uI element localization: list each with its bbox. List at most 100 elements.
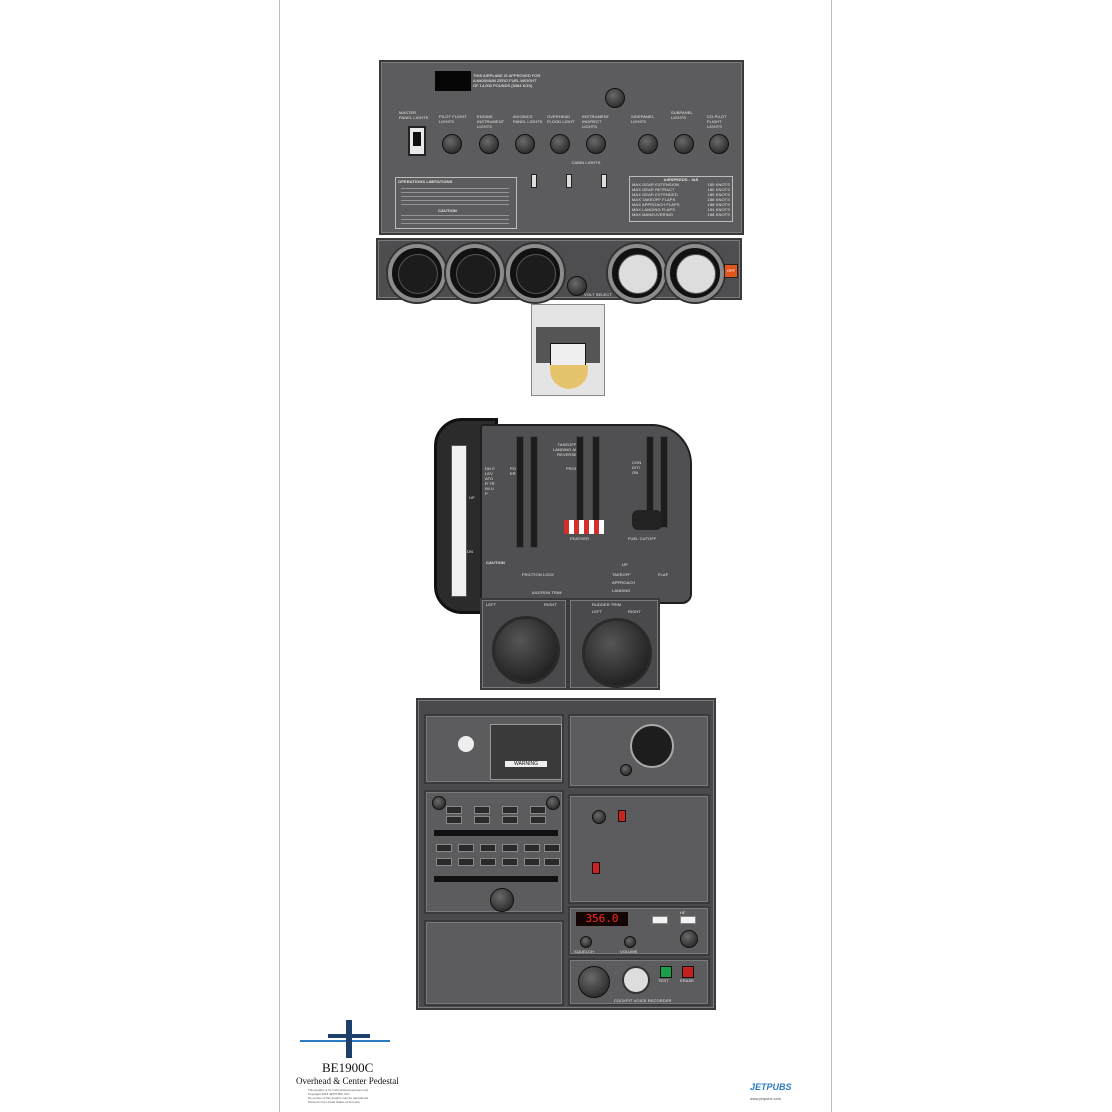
avionics-button[interactable] <box>480 844 496 852</box>
overhead-flood-knob[interactable] <box>550 134 570 154</box>
sidepanel-label: SIDEPANEL LIGHTS <box>631 114 654 124</box>
dc-volts-gauge <box>666 244 724 302</box>
prop-label: PROP <box>566 466 578 471</box>
avionics-button[interactable] <box>446 806 462 814</box>
cvr-test-button[interactable] <box>660 966 672 978</box>
jetpubs-logo: JETPUBS <box>750 1082 792 1092</box>
compass-card-icon <box>550 365 588 389</box>
hf-button-1[interactable] <box>652 916 668 924</box>
aileron-trim-knob[interactable] <box>492 616 560 684</box>
avionics-knob-left[interactable] <box>432 796 446 810</box>
cvr-erase-label: ERASE <box>680 978 695 983</box>
hf-label: HF <box>680 910 686 915</box>
squelch-knob[interactable] <box>580 936 592 948</box>
master-panel-switch[interactable] <box>408 126 426 156</box>
avionics-button[interactable] <box>480 858 496 866</box>
placard-line-3: OF 14,000 POUNDS (6364 KGS) <box>473 83 533 88</box>
cabin-toggle-3[interactable] <box>601 174 607 188</box>
airspeed-value: 180 KNOTS <box>707 182 730 187</box>
cabin-toggle-2[interactable] <box>566 174 572 188</box>
takeoff-landing-label: TAKEOFF LANDING AND REVERSE <box>552 442 582 457</box>
rudder-trim-knob[interactable] <box>582 618 652 688</box>
avionics-button[interactable] <box>446 816 462 824</box>
aileron-trim-panel: LEFT RIGHT <box>480 598 568 690</box>
prop-lever-right[interactable] <box>592 436 600 523</box>
engine-instrument-label: ENGINE INSTRUMENT LIGHTS <box>477 114 505 129</box>
copilot-flight-knob[interactable] <box>709 134 729 154</box>
avionics-button[interactable] <box>502 858 518 866</box>
cabin-toggle-1[interactable] <box>531 174 537 188</box>
condition-label: CONDITION <box>632 460 642 475</box>
avionics-knob-right[interactable] <box>546 796 560 810</box>
cvr-test-label: TEST <box>658 978 669 983</box>
compass-icon <box>550 343 586 367</box>
poster-title: BE1900C <box>322 1060 374 1075</box>
trim-disconnect-knob[interactable] <box>592 810 606 824</box>
hf-button-2[interactable] <box>680 916 696 924</box>
feather-gate[interactable] <box>564 520 604 534</box>
avionics-button[interactable] <box>524 858 540 866</box>
stall-warn-switch[interactable] <box>592 862 600 874</box>
squelch-label: SQUELCH <box>574 949 595 954</box>
clock-set-knob[interactable] <box>620 764 632 776</box>
airspeed-label: MAX LANDING FLAPS <box>632 207 676 212</box>
frequency-display-1 <box>434 830 558 836</box>
overhead-flood-label: OVERHEAD FLOOD LIGHT <box>547 114 575 124</box>
pressure-dial-icon <box>458 736 474 752</box>
ops-limitations-box: OPERATIONS LIMITATIONS CAUTION <box>395 177 517 229</box>
gauge-strip: VOLT SELECT OFF <box>376 238 742 302</box>
volume-knob[interactable] <box>624 936 636 948</box>
avionics-button[interactable] <box>436 844 452 852</box>
caution-label: CAUTION <box>486 560 505 565</box>
avionics-button[interactable] <box>544 844 560 852</box>
avionics-panel-knob[interactable] <box>515 134 535 154</box>
avionics-button[interactable] <box>524 844 540 852</box>
pilot-flight-knob[interactable] <box>442 134 462 154</box>
subpanel-knob[interactable] <box>674 134 694 154</box>
power-label: POWER <box>510 466 520 476</box>
placard-black-box <box>435 71 471 91</box>
volt-gauge <box>506 244 564 302</box>
engine-instrument-knob[interactable] <box>479 134 499 154</box>
flap-handle[interactable] <box>632 510 662 530</box>
avionics-button[interactable] <box>544 858 560 866</box>
throttle-quadrant: DN ELEVATOR TRIM UP POWER TAKEOFF LANDIN… <box>480 424 692 604</box>
avionics-button[interactable] <box>474 816 490 824</box>
switch-panel <box>568 794 710 904</box>
warning-panel: WARNING <box>424 714 564 784</box>
flap-position-approach: APPROACH <box>612 580 636 585</box>
prop-lever-left[interactable] <box>576 436 584 523</box>
power-lever-left[interactable] <box>516 436 524 548</box>
sidepanel-knob[interactable] <box>638 134 658 154</box>
avionics-button[interactable] <box>502 816 518 824</box>
hf-transfer-knob[interactable] <box>680 930 698 948</box>
fuel-cutoff-label: FUEL CUTOFF <box>628 536 657 541</box>
airspeed-value: 188 KNOTS <box>707 212 730 217</box>
power-lever-right[interactable] <box>530 436 538 548</box>
lower-pedestal: WARNING 356.0 HF SQ <box>416 698 716 1010</box>
avionics-button[interactable] <box>502 806 518 814</box>
flap-label: FLAP <box>658 572 669 577</box>
pilot-flight-label: PILOT FLIGHT LIGHTS <box>439 114 467 124</box>
airspeed-value: 188 KNOTS <box>707 197 730 202</box>
flap-position-landing: LANDING <box>612 588 631 593</box>
avionics-button[interactable] <box>502 844 518 852</box>
avionics-button[interactable] <box>530 806 546 814</box>
cvr-erase-button[interactable] <box>682 966 694 978</box>
avionics-button[interactable] <box>530 816 546 824</box>
avionics-button[interactable] <box>458 844 474 852</box>
zero-fuel-placard: THIS AIRPLANE IS APPROVED FOR A MAXIMUM … <box>473 73 553 88</box>
tuning-knob[interactable] <box>490 888 514 912</box>
elev-trim-switch[interactable] <box>618 810 626 822</box>
avionics-button[interactable] <box>436 858 452 866</box>
avionics-button[interactable] <box>474 806 490 814</box>
instrument-indirect-knob[interactable] <box>586 134 606 154</box>
volt-select-knob[interactable] <box>567 276 587 296</box>
condition-lever-right[interactable] <box>660 436 668 528</box>
volume-label: VOLUME <box>620 949 638 954</box>
instrument-indirect-knob-top[interactable] <box>605 88 625 108</box>
rudder-trim-label: RUDDER TRIM <box>592 602 622 607</box>
avionics-button[interactable] <box>458 858 474 866</box>
annunciator-button[interactable]: OFF <box>724 264 738 278</box>
